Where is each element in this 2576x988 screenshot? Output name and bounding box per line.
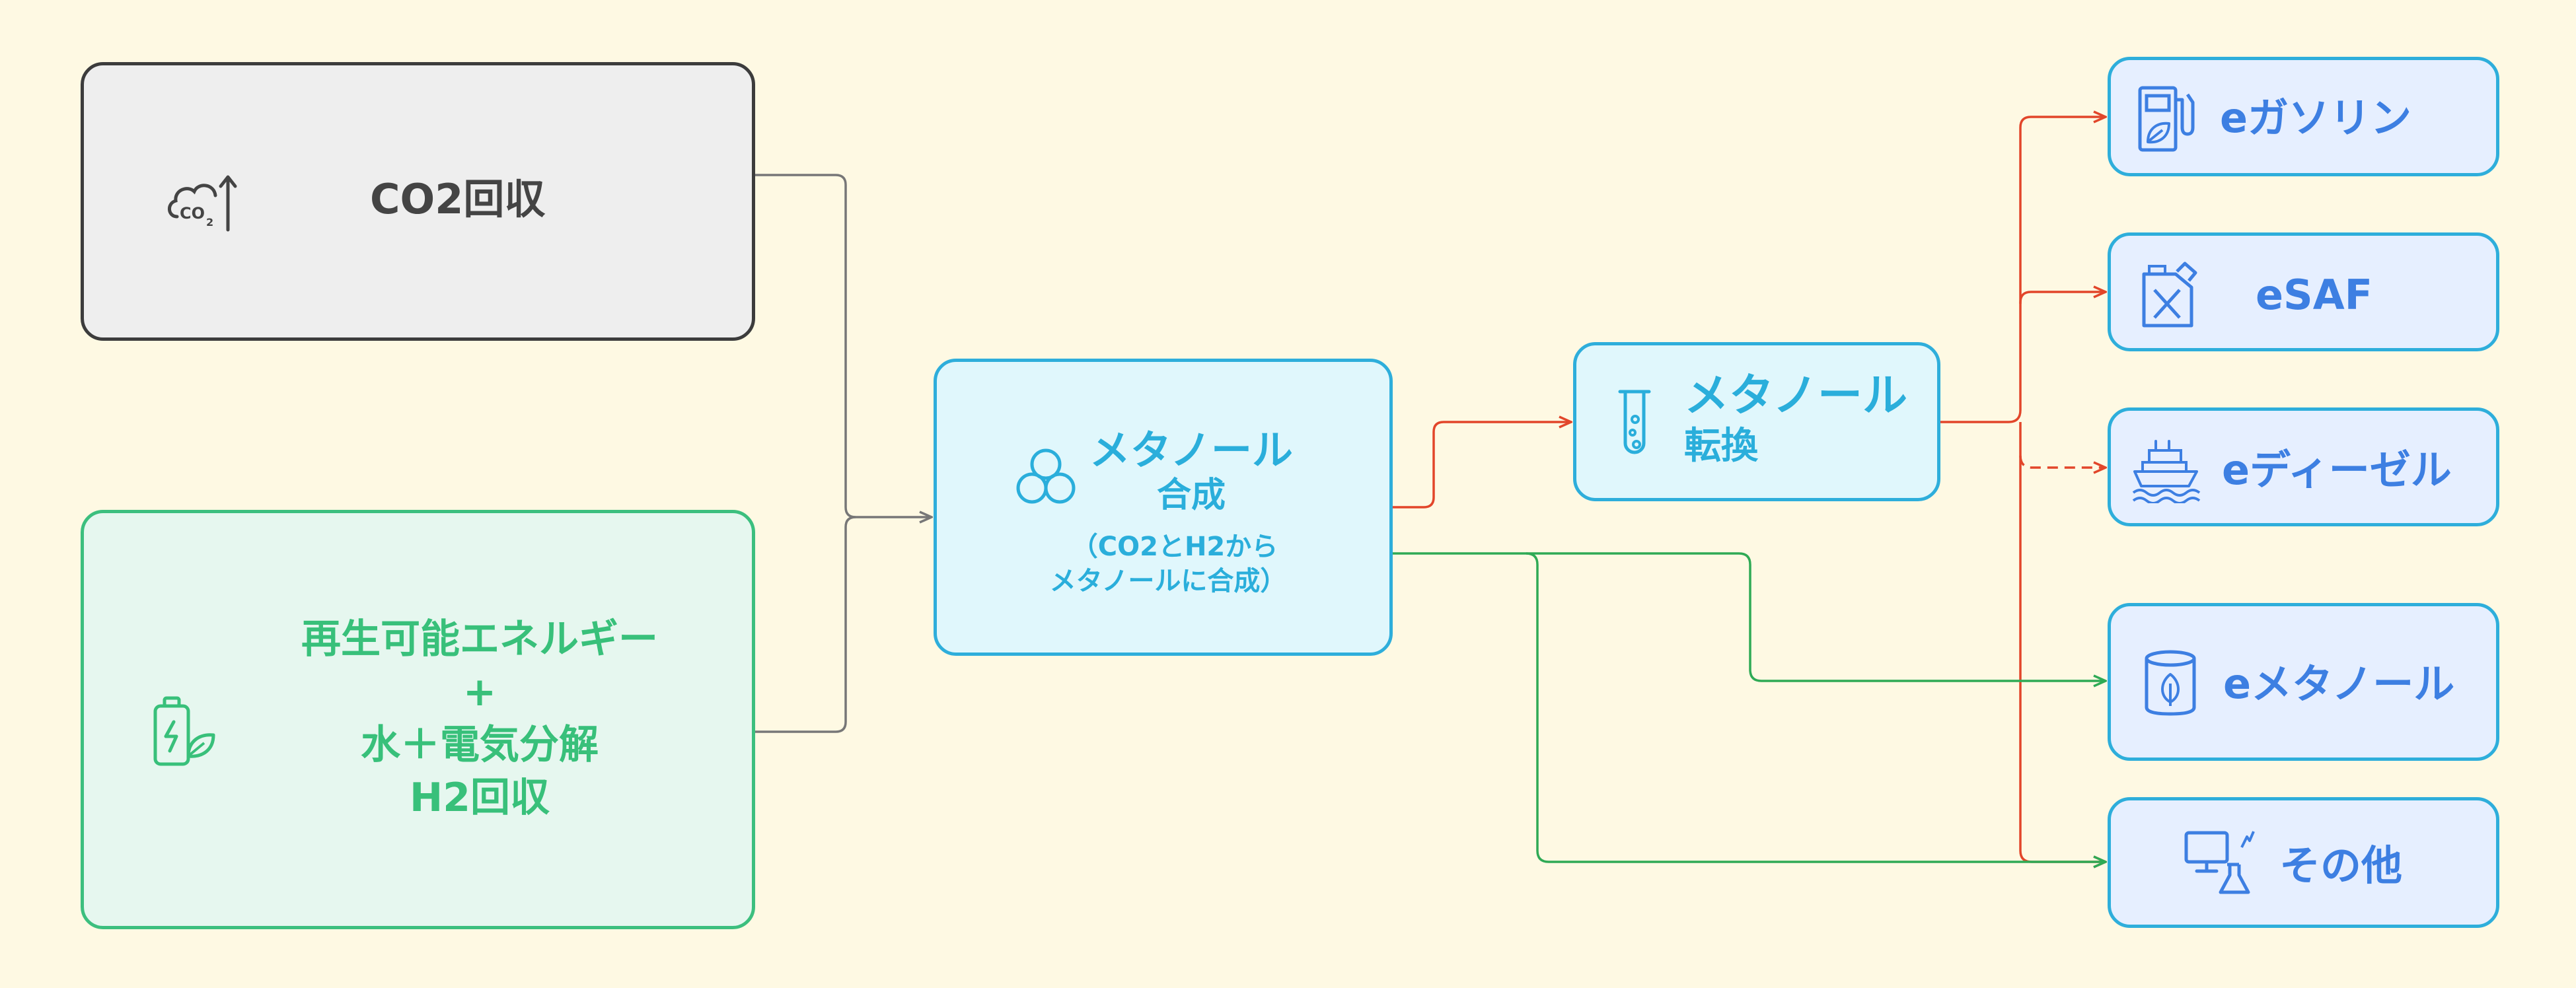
e-methanol-node[interactable]: eメタノール [2108,603,2499,761]
synthesis-title-line-1: メタノール [1089,426,1294,474]
edge-conversion-to-others [2019,422,2106,862]
h2-capture-line-3: 水＋電気分解 [361,722,599,768]
e-gasoline-label: eガソリン [2220,94,2412,142]
synthesis-note-line-1: （CO2とH2から [1071,532,1278,562]
others-label: その他 [2279,841,2403,890]
e-diesel-label: eディーゼル [2222,446,2452,494]
e-saf-node[interactable]: eSAF [2108,232,2499,351]
methanol-conversion-node[interactable]: メタノール 転換 [1573,342,1940,501]
synthesis-note-line-2: メタノールに合成） [1049,566,1287,596]
fuel-pump-leaf-icon [2138,86,2195,152]
eco-tank-icon [2145,650,2196,716]
svg-text:2: 2 [206,216,213,229]
h2-capture-line-4: H2回収 [410,775,550,821]
h2-capture-line-1: 再生可能エネルギー [301,616,658,662]
e-methanol-label: eメタノール [2223,660,2455,708]
co2-capture-node[interactable]: CO 2 CO2回収 [81,62,755,341]
three-circles-icon [1016,448,1076,504]
methanol-synthesis-node[interactable]: メタノール 合成 （CO2とH2から メタノールに合成） [934,359,1393,656]
edge-conversion-to-saf [2019,292,2106,304]
h2-capture-node[interactable]: 再生可能エネルギー + 水＋電気分解 H2回収 [81,510,755,929]
eco-battery-icon [153,696,215,766]
edge-co2-to-synthesis [755,174,932,517]
h2-capture-line-2: + [462,669,497,715]
test-tube-icon [1618,390,1651,454]
conversion-title-line-1: メタノール [1684,370,1907,422]
edge-conversion-to-gasoline [1940,117,2106,423]
computer-flask-icon [2184,831,2255,894]
svg-text:CO: CO [180,204,205,223]
co2-capture-label: CO2回収 [370,175,546,223]
edge-conversion-to-diesel [2019,455,2106,468]
others-node[interactable]: その他 [2108,797,2499,928]
ship-icon [2132,440,2201,503]
edge-synthesis-to-emethanol [1393,552,2106,681]
e-saf-label: eSAF [2256,271,2373,319]
co2-cloud-arrow-icon: CO 2 [168,175,237,232]
synthesis-title-line-2: 合成 [1156,476,1226,515]
edge-h2-to-synthesis [755,516,856,733]
e-diesel-node[interactable]: eディーゼル [2108,407,2499,526]
edge-synthesis-to-others [1526,552,2106,862]
jerrycan-icon [2142,262,2197,328]
e-gasoline-node[interactable]: eガソリン [2108,57,2499,176]
conversion-title-line-2: 転換 [1684,425,1758,468]
edge-synthesis-to-conversion [1393,422,1571,509]
